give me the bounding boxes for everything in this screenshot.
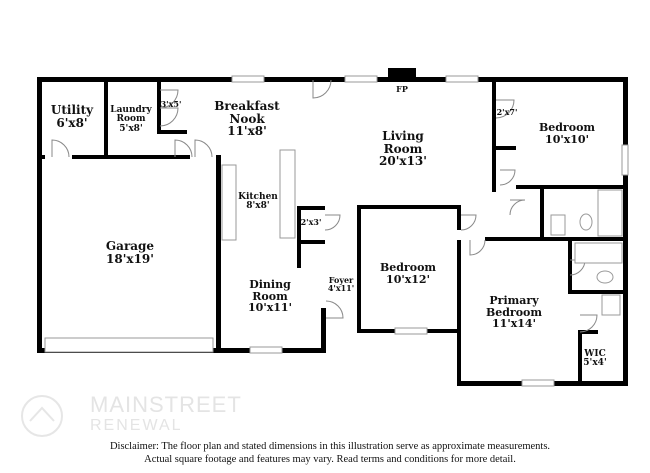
room-size: 3'x5'	[160, 99, 182, 109]
room-size: 20'x13'	[379, 154, 427, 169]
room-name: Kitchen	[238, 192, 278, 202]
room-name: Dining Room	[249, 278, 291, 303]
windows	[44, 75, 629, 387]
room-name: Primary Bedroom	[485, 294, 543, 319]
room-size: 11'x14'	[492, 317, 536, 331]
room-size: 10'x10'	[545, 132, 589, 146]
room-name: Breakfast Nook	[214, 99, 280, 126]
room-size: 5'x4'	[583, 358, 607, 369]
doors	[51, 79, 598, 333]
room-closet-3x5: 3'x5'	[160, 99, 182, 109]
room-size: 10'x12'	[386, 272, 430, 286]
room-name: Laundry Room	[110, 105, 152, 125]
room-size: 2'x7'	[496, 107, 518, 117]
room-size: 5'x8'	[119, 123, 143, 134]
room-name: WIC	[584, 349, 606, 359]
room-size: 2'x3'	[300, 217, 322, 227]
room-name: Bedroom	[538, 121, 596, 134]
room-name: Utility	[50, 103, 94, 117]
logo-text: MAINSTREET	[90, 392, 242, 417]
room-name: Foyer	[328, 275, 354, 285]
disclaimer-line-2: Actual square footage and features may v…	[144, 453, 516, 465]
room-size: 4'x11'	[327, 283, 355, 294]
room-name: Living Room	[382, 129, 424, 156]
room-name: Garage	[105, 239, 155, 253]
fireplace-label: FP	[396, 84, 408, 94]
disclaimer: Disclaimer: The floor plan and stated di…	[110, 441, 550, 466]
fixtures	[221, 149, 623, 316]
logo-icon	[21, 395, 63, 437]
room-closet-2x7: 2'x7'	[496, 107, 518, 117]
logo-subtext: RENEWAL	[90, 417, 183, 434]
room-size: 10'x11'	[248, 301, 292, 315]
room-size: 11'x8'	[227, 124, 267, 139]
room-name: Bedroom	[379, 261, 437, 274]
room-size: 6'x8'	[56, 115, 88, 130]
disclaimer-line-1: Disclaimer: The floor plan and stated di…	[109, 441, 551, 452]
room-pantry: 2'x3'	[300, 217, 322, 227]
room-size: 8'x8'	[246, 201, 270, 212]
room-size: 18'x19'	[106, 251, 154, 266]
